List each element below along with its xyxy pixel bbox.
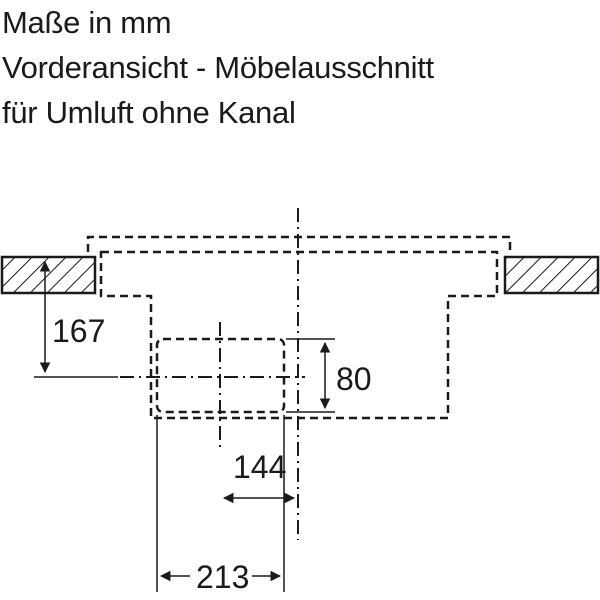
dim-213-label: 213 (196, 559, 249, 595)
dim-167-label: 167 (52, 313, 105, 349)
dim-144-label: 144 (233, 449, 286, 485)
title-line-variant: für Umluft ohne Kanal (2, 95, 296, 130)
worktop-right (503, 255, 600, 295)
title-line-units: Maße in mm (2, 5, 172, 40)
worktop-left (0, 255, 97, 295)
hob-body-outline (99, 250, 499, 420)
drawing-title: Maße in mm Vorderansicht - Möbelausschni… (2, 0, 434, 135)
dim-80-label: 80 (336, 361, 372, 397)
title-line-view: Vorderansicht - Möbelausschnitt (2, 50, 434, 85)
